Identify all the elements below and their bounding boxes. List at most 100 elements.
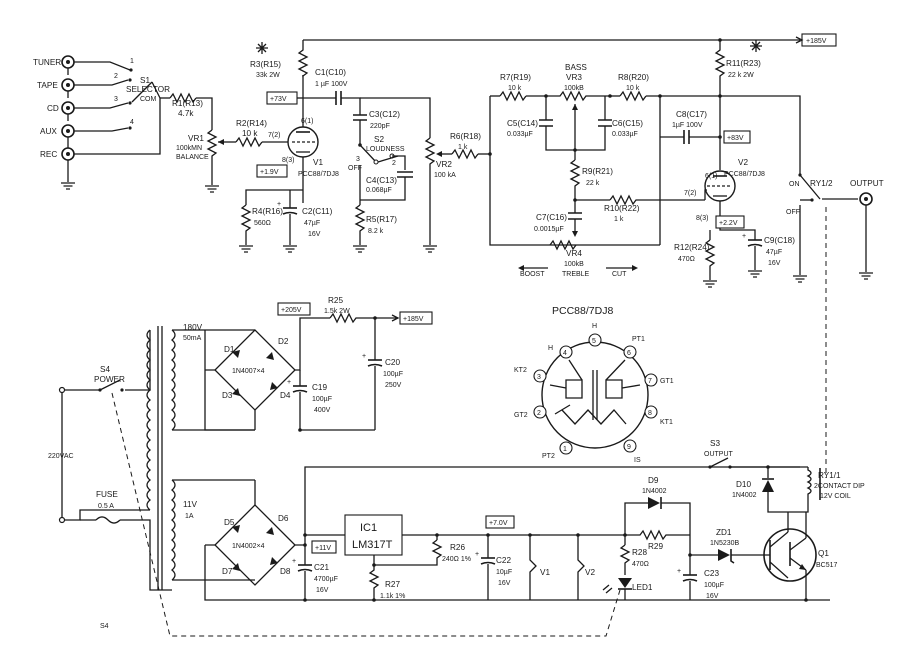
resistor-r3: R3(R15) 33k 2W (250, 40, 309, 79)
svg-text:V2: V2 (585, 568, 595, 577)
svg-text:100µF: 100µF (383, 371, 403, 378)
svg-text:4700µF: 4700µF (314, 576, 338, 583)
s4-handwritten-note: S4 (100, 623, 109, 630)
svg-text:V2: V2 (738, 158, 748, 167)
svg-text:C8(C17): C8(C17) (676, 110, 707, 119)
svg-text:C9(C18): C9(C18) (764, 236, 795, 245)
resistor-r7: R7(R19) 10 k (499, 73, 531, 102)
svg-text:3: 3 (537, 374, 541, 381)
svg-text:S1: S1 (140, 76, 150, 85)
svg-text:220pF: 220pF (370, 123, 390, 130)
svg-text:RY1/2: RY1/2 (810, 179, 833, 188)
svg-text:9: 9 (627, 444, 631, 451)
svg-text:2: 2 (114, 73, 118, 80)
capacitor-c6: C6(C15) 0.033µF (598, 119, 643, 138)
resistor-r1: R1(R13) 4.7k (169, 92, 203, 118)
voltage-tag-185v-top: +185V (801, 33, 837, 47)
svg-text:0.033µF: 0.033µF (507, 131, 533, 138)
heater-v1: V1 (529, 535, 550, 600)
svg-text:16V: 16V (308, 231, 321, 238)
svg-text:4: 4 (563, 350, 567, 357)
input-label-aux: AUX (40, 127, 57, 136)
capacitor-c4: C4(C13) 0.068µF (366, 171, 413, 194)
svg-text:Q1: Q1 (818, 549, 829, 558)
svg-text:R26: R26 (450, 543, 465, 552)
svg-text:+11V: +11V (315, 545, 331, 552)
svg-text:470Ω: 470Ω (632, 561, 649, 568)
svg-text:22 k: 22 k (586, 180, 600, 187)
mains-label: 220VAC (48, 453, 74, 460)
svg-text:PCC88/7DJ8: PCC88/7DJ8 (724, 171, 765, 178)
svg-text:R5(R17): R5(R17) (366, 215, 397, 224)
input-jack-aux[interactable]: AUX (40, 124, 75, 138)
capacitor-c21: + C21 4700µF 16V (292, 558, 338, 594)
svg-text:R10(R22): R10(R22) (604, 204, 640, 213)
output-switch-s3[interactable]: S3 OUTPUT (704, 439, 734, 469)
svg-text:R11(R23): R11(R23) (726, 59, 761, 68)
input-jack-rec[interactable]: REC (40, 147, 75, 161)
svg-text:1 k: 1 k (458, 144, 468, 151)
svg-text:5: 5 (592, 338, 596, 345)
power-transformer: 180V 50mA 11V 1A (146, 323, 203, 590)
svg-text:100kB: 100kB (564, 261, 584, 268)
svg-text:BOOST: BOOST (520, 271, 545, 278)
svg-text:100µF: 100µF (704, 582, 724, 589)
svg-text:0.5 A: 0.5 A (98, 503, 114, 510)
svg-text:1 k: 1 k (614, 216, 624, 223)
triode-v2: 6(1) 7(2) 8(3) V2 PCC88/7DJ8 (684, 158, 765, 222)
svg-text:+1.9V: +1.9V (260, 169, 279, 176)
capacitor-c8: C8(C17) 1µF 100V (672, 110, 707, 144)
power-switch-s4[interactable]: S4 POWER (94, 365, 125, 392)
svg-text:IC1: IC1 (360, 522, 377, 534)
svg-text:+: + (292, 558, 296, 565)
input-jack-tuner[interactable]: TUNER (33, 55, 75, 69)
input-label-tape: TAPE (37, 81, 58, 90)
capacitor-c23: + C23 100µF 16V (677, 568, 724, 600)
heater-v2: V2 (577, 535, 595, 600)
svg-text:C2(C11): C2(C11) (302, 207, 333, 216)
svg-text:+7.0V: +7.0V (489, 520, 508, 527)
boost-cut-indicator: BOOST CUT (518, 265, 638, 278)
svg-text:16V: 16V (706, 593, 719, 600)
svg-text:1µF 100V: 1µF 100V (672, 122, 703, 129)
spark-mark-icon-2 (750, 40, 762, 52)
svg-text:OUTPUT: OUTPUT (850, 179, 884, 188)
selector-switch-s1[interactable]: S1 SELECTOR COM (126, 76, 170, 103)
fuse: FUSE 0.5 A (95, 490, 121, 524)
transistor-q1: Q1 BC517 (760, 528, 838, 582)
svg-text:0.033µF: 0.033µF (612, 131, 638, 138)
resistor-r27: R27 1.1k 1% (368, 565, 405, 600)
resistor-r10: R10(R22) 1 k (604, 194, 705, 223)
output-jack[interactable]: OUTPUT (850, 179, 884, 206)
input-jack-cd[interactable]: CD (47, 101, 75, 115)
svg-text:+205V: +205V (281, 307, 302, 314)
svg-text:+2.2V: +2.2V (719, 220, 738, 227)
resistor-r28: R28 470Ω (619, 544, 649, 575)
bass-pot-vr3[interactable]: BASS VR3 100kB (546, 63, 610, 110)
svg-text:+83V: +83V (727, 135, 744, 142)
capacitor-c19: + C19 100µF 400V (287, 379, 332, 414)
svg-text:BC517: BC517 (816, 562, 838, 569)
svg-text:50mA: 50mA (183, 335, 202, 342)
balance-pot-vr1[interactable]: VR1 100kMN BALANCE (176, 129, 228, 185)
svg-text:PT2: PT2 (542, 453, 555, 460)
svg-text:8.2 k: 8.2 k (368, 228, 384, 235)
svg-text:LM317T: LM317T (352, 539, 393, 551)
svg-text:100 kA: 100 kA (434, 172, 456, 179)
svg-text:BASS: BASS (565, 63, 587, 72)
loudness-switch-s2[interactable]: S2 LOUDNESS 3 OFF 2 (348, 135, 405, 172)
treble-pot-vr4[interactable]: VR4 100kB TREBLE (549, 231, 590, 278)
resistor-r12: R12(R24) 470Ω (674, 239, 716, 280)
svg-text:C20: C20 (385, 358, 400, 367)
svg-text:0.068µF: 0.068µF (366, 187, 392, 194)
pin-8: 8 KT1 (644, 405, 673, 426)
resistor-r11: R11(R23) 22 k 2W (714, 40, 761, 96)
svg-text:3: 3 (114, 96, 118, 103)
resistor-r5: R5(R17) 8.2 k (354, 204, 397, 245)
input-jack-tape[interactable]: TAPE (37, 78, 75, 92)
volume-pot-vr2[interactable]: VR2 100 kA (424, 137, 456, 245)
svg-text:D6: D6 (278, 514, 289, 523)
svg-text:+: + (277, 201, 281, 208)
svg-text:1: 1 (563, 446, 567, 453)
svg-text:C21: C21 (314, 563, 329, 572)
